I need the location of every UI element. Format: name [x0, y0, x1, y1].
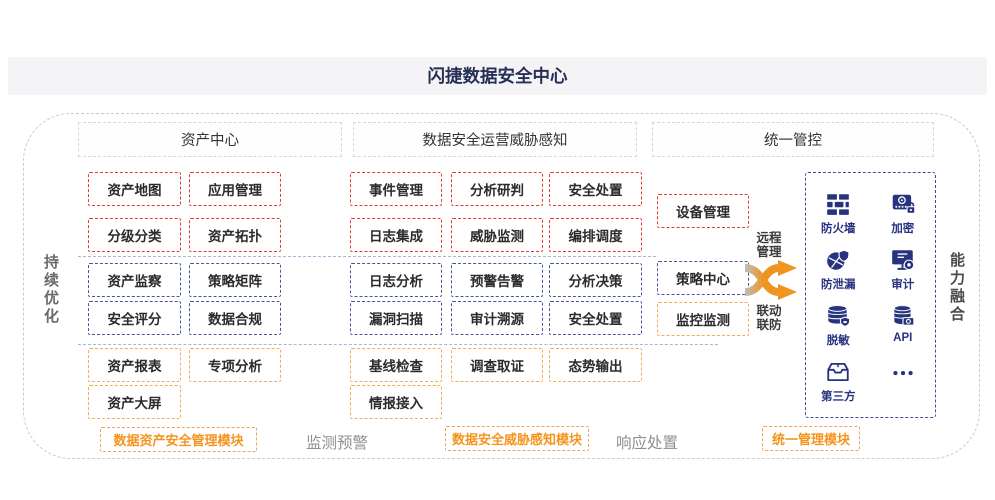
- footer-response-disposal-label: 响应处置: [616, 435, 679, 452]
- data-masking-icon: [825, 302, 852, 329]
- asset-dashboard-box: 资产大屏: [88, 385, 181, 419]
- device-audit: 审计: [871, 246, 936, 302]
- audit-icon: [889, 246, 916, 273]
- warning-alert-box: 预警告警: [451, 263, 543, 297]
- device-label: 防火墙: [821, 223, 856, 235]
- event-management-box: 事件管理: [350, 172, 442, 206]
- side-label-continuous-optimization: 持续优化: [42, 254, 59, 326]
- side-label-capability-fusion: 能力融合: [948, 252, 965, 324]
- remote-management-label: 远程管理: [756, 231, 782, 260]
- data-compliance-box: 数据合规: [189, 301, 281, 335]
- third-party-icon: [825, 358, 852, 385]
- baseline-check-box: 基线检查: [350, 348, 442, 382]
- api-icon: [889, 302, 916, 329]
- device-label: API: [893, 332, 913, 344]
- firewall-icon: [825, 190, 852, 217]
- device-api: API: [871, 302, 936, 358]
- module-label-threat-awareness: 数据安全威胁感知模块: [445, 426, 589, 451]
- module-label-unified-management: 统一管理模块: [762, 426, 860, 451]
- device-label: 审计: [891, 279, 915, 291]
- app-management-box: 应用管理: [189, 172, 281, 206]
- header-threat-ops: 数据安全运营威胁感知: [353, 122, 637, 157]
- device-label: 加密: [891, 223, 915, 235]
- log-integration-box: 日志集成: [350, 218, 442, 252]
- device-third-party: 第三方: [806, 358, 871, 414]
- encryption-icon: [889, 190, 916, 217]
- header-unified-control: 统一管控: [652, 122, 934, 157]
- device-leak-prevention: 防泄漏: [806, 246, 871, 302]
- device-data-masking: 脱敏: [806, 302, 871, 358]
- intel-access-box: 情报接入: [350, 385, 442, 419]
- page-title: 闪捷数据安全中心: [427, 66, 568, 86]
- analysis-judgment-box: 分析研判: [451, 172, 543, 206]
- asset-inspection-box: 资产监察: [88, 263, 181, 297]
- log-analysis-box: 日志分析: [350, 263, 442, 297]
- analysis-decision-box: 分析决策: [549, 263, 642, 297]
- more-icon: [889, 358, 916, 385]
- leak-prevention-icon: [825, 246, 852, 273]
- asset-topology-box: 资产拓扑: [189, 218, 281, 252]
- device-encryption: 加密: [871, 190, 936, 246]
- section-divider-top: [78, 256, 656, 257]
- section-divider-bottom: [78, 344, 718, 345]
- monitoring-box: 监控监测: [657, 302, 749, 336]
- policy-center-box: 策略中心: [657, 261, 749, 295]
- security-disposal-box: 安全处置: [549, 172, 642, 206]
- device-label: 防泄漏: [821, 279, 856, 291]
- header-asset-center: 资产中心: [78, 122, 342, 157]
- audit-trace-box: 审计溯源: [451, 301, 543, 335]
- security-score-box: 安全评分: [88, 301, 181, 335]
- situation-output-box: 态势输出: [549, 348, 642, 382]
- orchestration-box: 编排调度: [549, 218, 642, 252]
- policy-matrix-box: 策略矩阵: [189, 263, 281, 297]
- module-label-asset-security: 数据资产安全管理模块: [100, 427, 257, 452]
- device-more: [871, 358, 936, 414]
- device-label: 脱敏: [826, 335, 850, 347]
- title-bar: 闪捷数据安全中心: [8, 57, 987, 95]
- device-label: 第三方: [821, 391, 856, 403]
- crossing-arrows-icon: [743, 257, 801, 308]
- investigation-evidence-box: 调查取证: [451, 348, 543, 382]
- footer-monitor-warning-label: 监测预警: [306, 435, 369, 452]
- linkage-defense-label: 联动联防: [756, 304, 782, 333]
- device-firewall: 防火墙: [806, 190, 871, 246]
- threat-monitoring-box: 威胁监测: [451, 218, 543, 252]
- special-analysis-box: 专项分析: [189, 348, 281, 382]
- asset-map-box: 资产地图: [88, 172, 181, 206]
- capability-panel: 防火墙 加密 防泄漏 审计 脱敏: [805, 172, 936, 418]
- classification-box: 分级分类: [88, 218, 181, 252]
- vulnerability-scan-box: 漏洞扫描: [350, 301, 442, 335]
- asset-report-box: 资产报表: [88, 348, 181, 382]
- device-management-box: 设备管理: [657, 194, 749, 228]
- security-disposal-box-2: 安全处置: [549, 301, 642, 335]
